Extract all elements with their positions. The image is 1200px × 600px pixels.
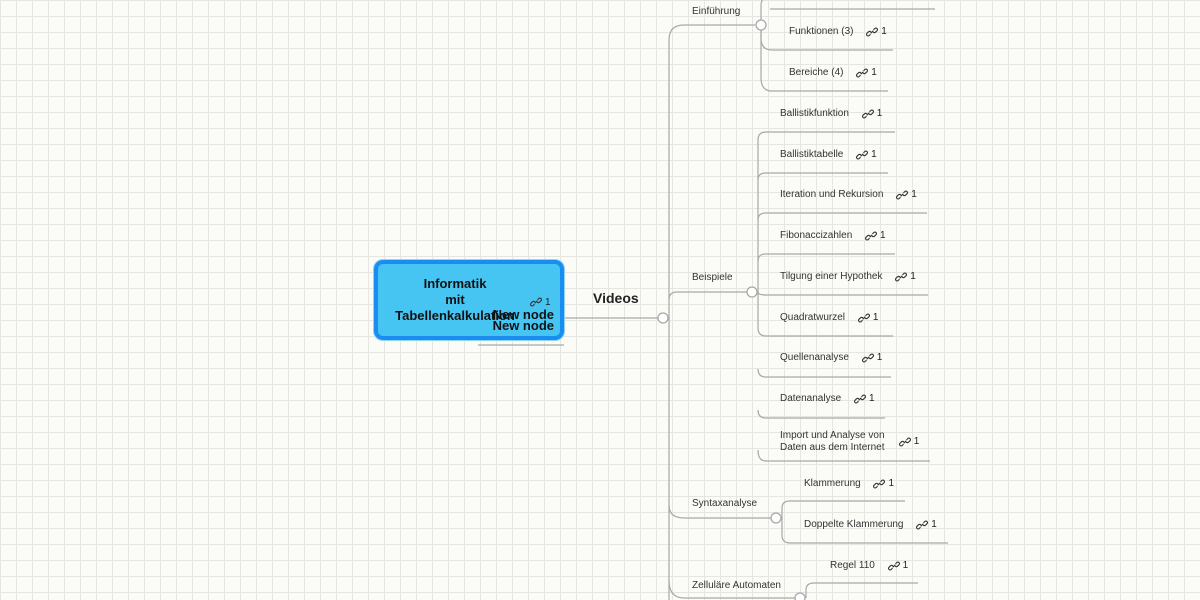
node-label: Bereiche (4) <box>789 67 844 78</box>
link-icon <box>865 231 878 241</box>
link-badge[interactable]: 1 <box>861 352 883 364</box>
branch-videos[interactable]: Videos <box>593 290 639 306</box>
link-icon <box>887 561 900 571</box>
root-title-line-3: Tabellenkalkulation <box>395 308 515 323</box>
hub-node-videos <box>657 312 669 324</box>
node-import-analyse[interactable]: Import und Analyse von Daten aus dem Int… <box>780 430 919 454</box>
link-count: 1 <box>872 312 879 323</box>
node-label: Funktionen (3) <box>789 26 854 37</box>
link-badge[interactable]: 1 <box>916 519 937 531</box>
link-count: 1 <box>931 519 937 530</box>
link-badge[interactable]: 1 <box>856 67 877 79</box>
node-regel-110[interactable]: Regel 110 1 <box>830 560 908 573</box>
root-title: Informatik mit Tabellenkalkulation <box>378 276 532 324</box>
group-syntaxanalyse[interactable]: Syntaxanalyse <box>692 498 758 509</box>
link-count: 1 <box>876 108 883 119</box>
link-count: 1 <box>902 560 909 571</box>
group-zellulaere-automaten[interactable]: Zelluläre Automaten <box>692 580 781 591</box>
node-iteration-rekursion[interactable]: Iteration und Rekursion 1 <box>780 189 917 202</box>
link-count: 1 <box>868 393 875 404</box>
node-funktionen[interactable]: Funktionen (3) 1 <box>789 26 887 39</box>
link-count: 1 <box>871 149 877 160</box>
connector-hub-beispiele <box>668 291 752 301</box>
link-count: 1 <box>881 26 887 37</box>
new-node-label-1[interactable]: New node <box>492 307 554 322</box>
link-icon <box>898 437 911 447</box>
node-label: Tilgung einer Hypothek <box>780 271 883 282</box>
root-link-badge[interactable]: 1 <box>530 296 551 308</box>
node-dot-zellular <box>794 592 806 600</box>
node-label: Klammerung <box>804 478 861 489</box>
link-count: 1 <box>888 478 895 489</box>
root-node[interactable]: Informatik mit Tabellenkalkulation 1 New… <box>374 260 564 340</box>
link-icon <box>895 272 908 282</box>
connector-hub-syntax <box>668 504 776 519</box>
link-icon <box>861 353 874 363</box>
link-badge[interactable]: 1 <box>866 26 887 38</box>
link-icon <box>530 297 542 307</box>
node-tilgung-hypothek[interactable]: Tilgung einer Hypothek 1 <box>780 271 916 284</box>
node-dot-beispiele <box>746 286 758 298</box>
connector-hub-trunk <box>663 24 755 319</box>
link-count: 1 <box>876 352 883 363</box>
root-link-count: 1 <box>545 296 551 308</box>
node-label: Ballistikfunktion <box>780 108 849 119</box>
node-fibonaccizahlen[interactable]: Fibonaccizahlen 1 <box>780 230 886 243</box>
link-icon <box>873 479 886 489</box>
link-badge[interactable]: 1 <box>898 436 920 448</box>
link-badge[interactable]: 1 <box>861 108 883 120</box>
node-label: Import und Analyse von Daten aus dem Int… <box>780 430 885 453</box>
node-label: Ballistiktabelle <box>780 149 844 160</box>
node-doppelte-klammerung[interactable]: Doppelte Klammerung 1 <box>804 519 937 532</box>
connector-hub-zellular <box>668 579 800 599</box>
link-badge[interactable]: 1 <box>887 560 909 572</box>
link-count: 1 <box>910 271 916 282</box>
link-badge[interactable]: 1 <box>857 312 879 324</box>
group-beispiele[interactable]: Beispiele <box>692 272 733 283</box>
node-quadratwurzel[interactable]: Quadratwurzel 1 <box>780 312 878 325</box>
node-label: Quadratwurzel <box>780 312 846 323</box>
link-badge[interactable]: 1 <box>853 393 875 405</box>
link-count: 1 <box>871 67 877 78</box>
node-label: Doppelte Klammerung <box>804 519 904 530</box>
node-klammerung[interactable]: Klammerung 1 <box>804 478 894 491</box>
link-icon <box>861 109 874 119</box>
new-node-label-2[interactable]: New node <box>492 318 554 333</box>
node-dot-syntax <box>770 512 782 524</box>
node-ballistikfunktion[interactable]: Ballistikfunktion 1 <box>780 108 882 121</box>
node-bereiche[interactable]: Bereiche (4) 1 <box>789 67 877 80</box>
link-badge[interactable]: 1 <box>896 189 917 201</box>
link-icon <box>856 150 869 160</box>
node-dot-einfuehrung <box>755 19 767 31</box>
node-label: Fibonaccizahlen <box>780 230 853 241</box>
link-count: 1 <box>913 436 920 447</box>
link-badge[interactable]: 1 <box>873 478 894 490</box>
node-ballistiktabelle[interactable]: Ballistiktabelle 1 <box>780 149 877 162</box>
group-einfuehrung[interactable]: Einführung <box>692 6 741 17</box>
root-title-line-2: mit <box>445 292 465 307</box>
link-icon <box>896 190 909 200</box>
node-label: Quellenanalyse <box>780 352 849 363</box>
link-icon <box>856 68 869 78</box>
node-datenanalyse[interactable]: Datenanalyse 1 <box>780 393 875 406</box>
link-icon <box>916 520 929 530</box>
node-quellenanalyse[interactable]: Quellenanalyse 1 <box>780 352 882 365</box>
root-title-line-1: Informatik <box>423 276 487 291</box>
link-icon <box>857 313 870 323</box>
link-count: 1 <box>911 189 917 200</box>
link-icon <box>853 394 866 404</box>
node-label: Regel 110 <box>830 560 875 571</box>
link-badge[interactable]: 1 <box>856 149 877 161</box>
link-badge[interactable]: 1 <box>895 271 916 283</box>
node-label: Datenanalyse <box>780 393 842 404</box>
link-badge[interactable]: 1 <box>865 230 886 242</box>
link-count: 1 <box>880 230 886 241</box>
node-label: Iteration und Rekursion <box>780 189 884 200</box>
link-icon <box>866 27 879 37</box>
